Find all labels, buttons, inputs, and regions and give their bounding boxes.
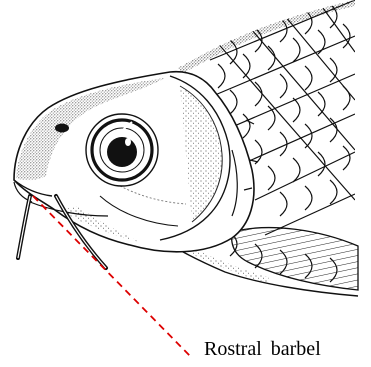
eye — [86, 114, 158, 186]
nostril — [55, 124, 69, 133]
rostral-barbel-label: Rostral barbel — [204, 339, 321, 359]
